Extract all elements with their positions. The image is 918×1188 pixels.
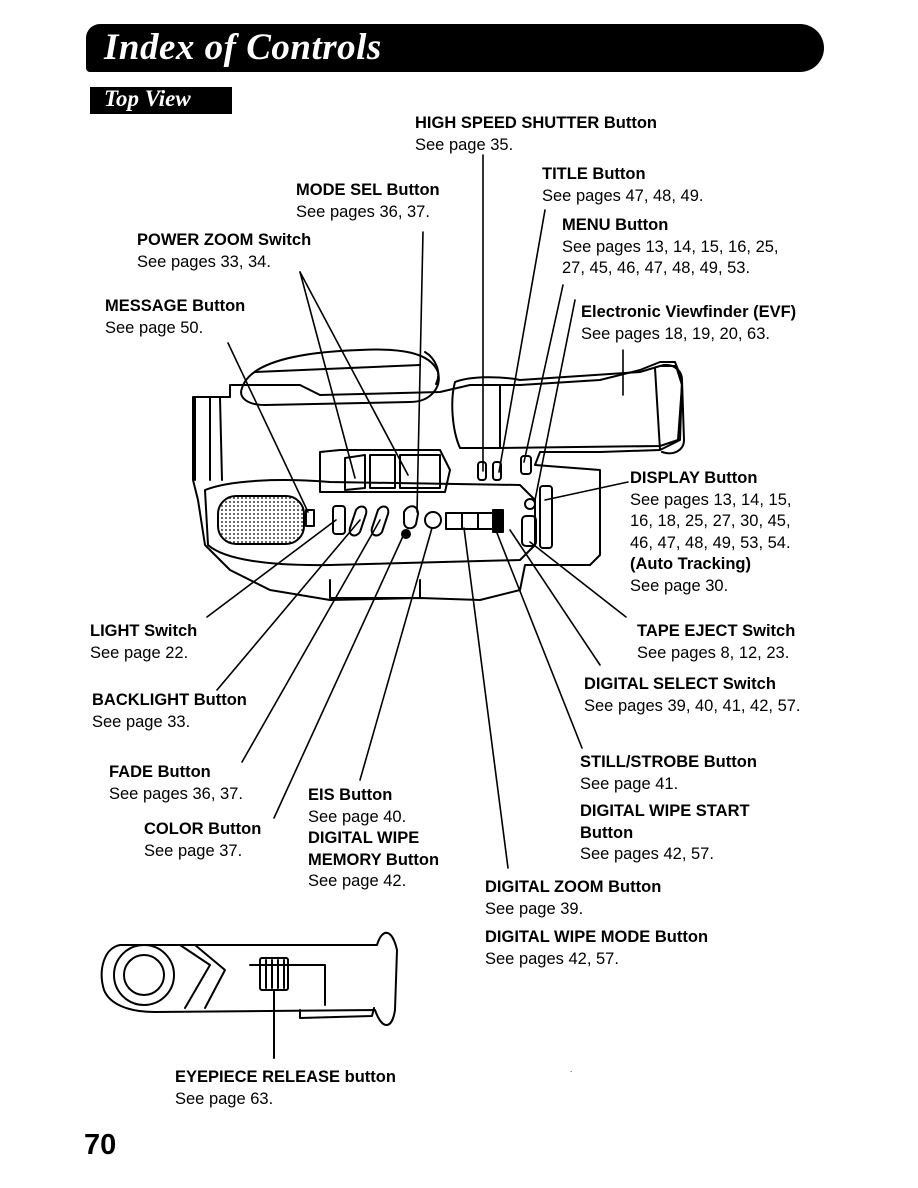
label-mode-sel: MODE SEL Button See pages 36, 37. [296,181,440,221]
label-still-strobe: STILL/STROBE Button See page 41. [580,753,757,793]
label-wipe-start: DIGITAL WIPE START Button See pages 42, … [580,802,750,863]
page-title: Index of Controls [104,27,382,68]
page-number: 70 [84,1129,117,1161]
label-light-switch: LIGHT Switch See page 22. [90,622,198,662]
camcorder-body [192,348,685,601]
label-message-button: MESSAGE Button See page 50. [105,297,246,337]
label-tape-eject: TAPE EJECT Switch See pages 8, 12, 23. [637,622,796,662]
stray-mark: . [570,1065,572,1074]
header-bar [86,24,824,72]
label-eis-button: EIS Button See page 40. DIGITAL WIPE MEM… [308,786,440,890]
label-eyepiece-release: EYEPIECE RELEASE button See page 63. [175,1068,396,1108]
label-wipe-mode: DIGITAL WIPE MODE Button See pages 42, 5… [485,928,709,968]
label-power-zoom: POWER ZOOM Switch See pages 33, 34. [137,231,312,271]
label-display-button: DISPLAY Button See pages 13, 14, 15, 16,… [630,469,792,595]
label-evf: Electronic Viewfinder (EVF) See pages 18… [581,303,797,343]
label-fade-button: FADE Button See pages 36, 37. [109,763,243,803]
section-tag [90,87,232,114]
label-backlight-button: BACKLIGHT Button See page 33. [92,691,247,731]
label-color-button: COLOR Button See page 37. [144,820,262,860]
eyepiece-diagram [100,931,398,1059]
label-title-button: TITLE Button See pages 47, 48, 49. [542,165,704,205]
label-high-speed-shutter: HIGH SPEED SHUTTER Button See page 35. [415,114,657,154]
leader-lines [206,154,629,869]
label-menu-button: MENU Button See pages 13, 14, 15, 16, 25… [562,216,779,277]
label-digital-zoom: DIGITAL ZOOM Button See page 39. [485,878,662,918]
label-digital-select: DIGITAL SELECT Switch See pages 39, 40, … [584,675,801,715]
section-title: Top View [104,86,191,111]
